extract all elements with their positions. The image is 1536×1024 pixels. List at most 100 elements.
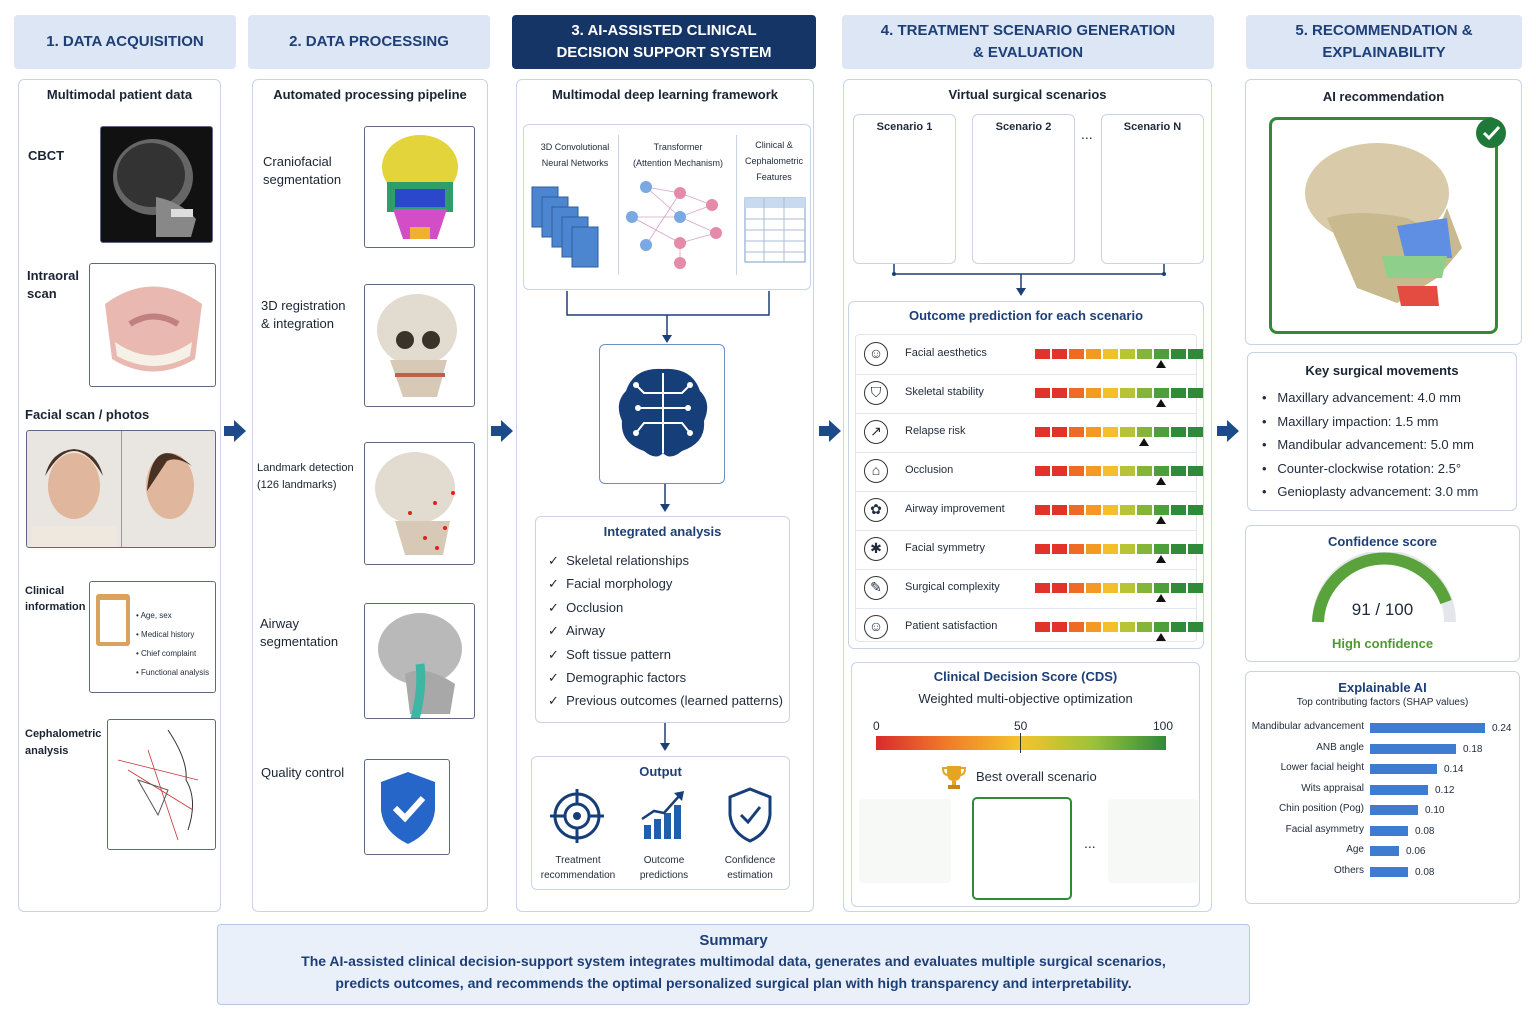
cds-midline [1020, 733, 1021, 753]
cds-tick-100: 100 [1153, 719, 1174, 733]
clinical-info-card: • Age, sex • Medical history • Chief com… [89, 581, 216, 693]
shap-label: ANB angle [1316, 741, 1364, 753]
outcome-icon: ✱ [864, 537, 888, 561]
outcome-prediction-title: Outcome prediction for each scenario [908, 308, 1144, 323]
summary-title: Summary [699, 932, 768, 949]
outcome-meter [1035, 427, 1203, 437]
outcome-meter [1035, 388, 1203, 398]
outcome-row: ☺Facial aesthetics [856, 335, 1203, 374]
shap-label: Facial asymmetry [1285, 823, 1364, 835]
cnn-icon [531, 186, 599, 268]
outcome-row: ⛉Skeletal stability [856, 374, 1203, 413]
outcome-marker [1156, 594, 1166, 602]
brain-circuit-icon [618, 368, 708, 457]
list-item: • Maxillary impaction: 1.5 mm [1262, 413, 1439, 429]
header-recommendation: 5. RECOMMENDATION &EXPLAINABILITY [1246, 15, 1522, 69]
shap-bar [1370, 743, 1456, 754]
outcome-icon: ✿ [864, 498, 888, 522]
shap-bar [1370, 723, 1485, 733]
shap-bar [1370, 825, 1408, 836]
facial-photos [26, 430, 216, 548]
shap-label: Chin position (Pog) [1278, 803, 1364, 814]
acquisition-title: Multimodal patient data [46, 87, 193, 102]
shap-value: 0.08 [1415, 866, 1435, 878]
list-item: ✓ Occlusion [548, 599, 624, 615]
shap-bar [1370, 846, 1399, 856]
clipboard-icon [96, 594, 130, 646]
confidence-panel: Confidence score 91 / 100 High confidenc… [1245, 525, 1520, 662]
scenario-card-n[interactable]: Scenario N [1101, 114, 1204, 264]
shap-value: 0.24 [1492, 723, 1512, 734]
list-item: ✓ Demographic factors [548, 670, 687, 686]
panel-data-processing: Automated processing pipeline Craniofaci… [252, 79, 488, 912]
list-item: • Maxillary advancement: 4.0 mm [1262, 390, 1461, 405]
list-item: • Mandibular advancement: 5.0 mm [1262, 437, 1474, 452]
shap-value: 0.10 [1425, 805, 1445, 816]
cbct-image [100, 126, 213, 243]
shap-label: Lower facial height [1280, 762, 1364, 773]
scenario-card-2[interactable]: Scenario 2 [972, 114, 1075, 264]
shield-check-icon [728, 787, 772, 843]
best-scenario-card[interactable] [972, 797, 1072, 900]
transformer-label: Transformer(Attention Mechanism) [632, 142, 724, 168]
outcome-meter [1035, 583, 1203, 593]
check-icon: ✓ [548, 693, 559, 709]
outcome-icon: ⌂ [864, 459, 888, 483]
key-movements-list: • Maxillary advancement: 4.0 mm • Maxill… [1262, 386, 1478, 504]
key-movements-title: Key surgical movements [1305, 363, 1459, 378]
list-item: ✓ Skeletal relationships [548, 553, 689, 568]
scenario-connector [892, 264, 1166, 296]
check-badge-icon [1476, 118, 1506, 148]
shap-label: Age [1346, 844, 1364, 855]
integrated-analysis-box: Integrated analysis ✓ Skeletal relations… [535, 516, 790, 723]
outcome-meter [1035, 466, 1203, 476]
quality-shield-icon [364, 759, 450, 855]
shap-value: 0.18 [1463, 743, 1483, 755]
trophy-icon [941, 766, 967, 789]
check-icon: ✓ [548, 553, 559, 568]
cds-box: Clinical Decision Score (CDS) Weighted m… [851, 662, 1200, 907]
outcome-row: ✱Facial symmetry [856, 530, 1203, 569]
table-icon [744, 197, 806, 263]
scenario-card-1[interactable]: Scenario 1 [853, 114, 956, 264]
shap-value: 0.14 [1444, 764, 1464, 775]
output-title: Output [639, 764, 682, 779]
outcome-label: Airway improvement [905, 503, 1005, 515]
list-item: • Counter-clockwise rotation: 2.5° [1262, 460, 1462, 476]
outcome-icon: ☺ [864, 615, 888, 639]
shap-bar [1370, 805, 1418, 815]
scenario-ellipsis: ... [1081, 126, 1093, 142]
outcome-row: ✎ Surgical complexity [856, 569, 1203, 608]
landmark-label: Landmark detection(126 landmarks) [257, 462, 354, 491]
outcome-row: ☺ Patient satisfaction [856, 608, 1203, 647]
recommended-skull-card[interactable] [1269, 117, 1498, 334]
clinical-info-list: • Age, sex • Medical history • Chief com… [136, 611, 210, 677]
outcome-label: Patient satisfaction [905, 620, 998, 632]
list-item: ✓ Soft tissue pattern [548, 646, 671, 662]
integrated-analysis-list: ✓ Skeletal relationships ✓ Facial morpho… [548, 549, 783, 713]
outcome-meter [1035, 505, 1203, 515]
outcome-marker [1156, 555, 1166, 563]
shap-label: Others [1333, 864, 1364, 876]
attention-network-icon [626, 181, 722, 269]
outcome-prediction-box: Outcome prediction for each scenario ☺Fa… [848, 301, 1204, 649]
outcome-label: Skeletal stability [905, 386, 984, 398]
airway-image [364, 603, 475, 719]
outcome-label: Relapse risk [905, 425, 966, 437]
outcome-label: Surgical complexity [905, 581, 1000, 593]
outcome-label: Facial aesthetics [905, 347, 987, 359]
summary-text: The AI-assisted clinical decision-suppor… [301, 953, 1166, 991]
key-movements-panel: Key surgical movements • Maxillary advan… [1247, 352, 1517, 511]
ai-brain-box [599, 344, 725, 484]
registration-label: 3D registration& integration [261, 298, 346, 331]
shap-bar [1370, 764, 1437, 774]
outcome-label: Occlusion [905, 464, 954, 476]
outcome-icon: ✎ [864, 576, 888, 600]
